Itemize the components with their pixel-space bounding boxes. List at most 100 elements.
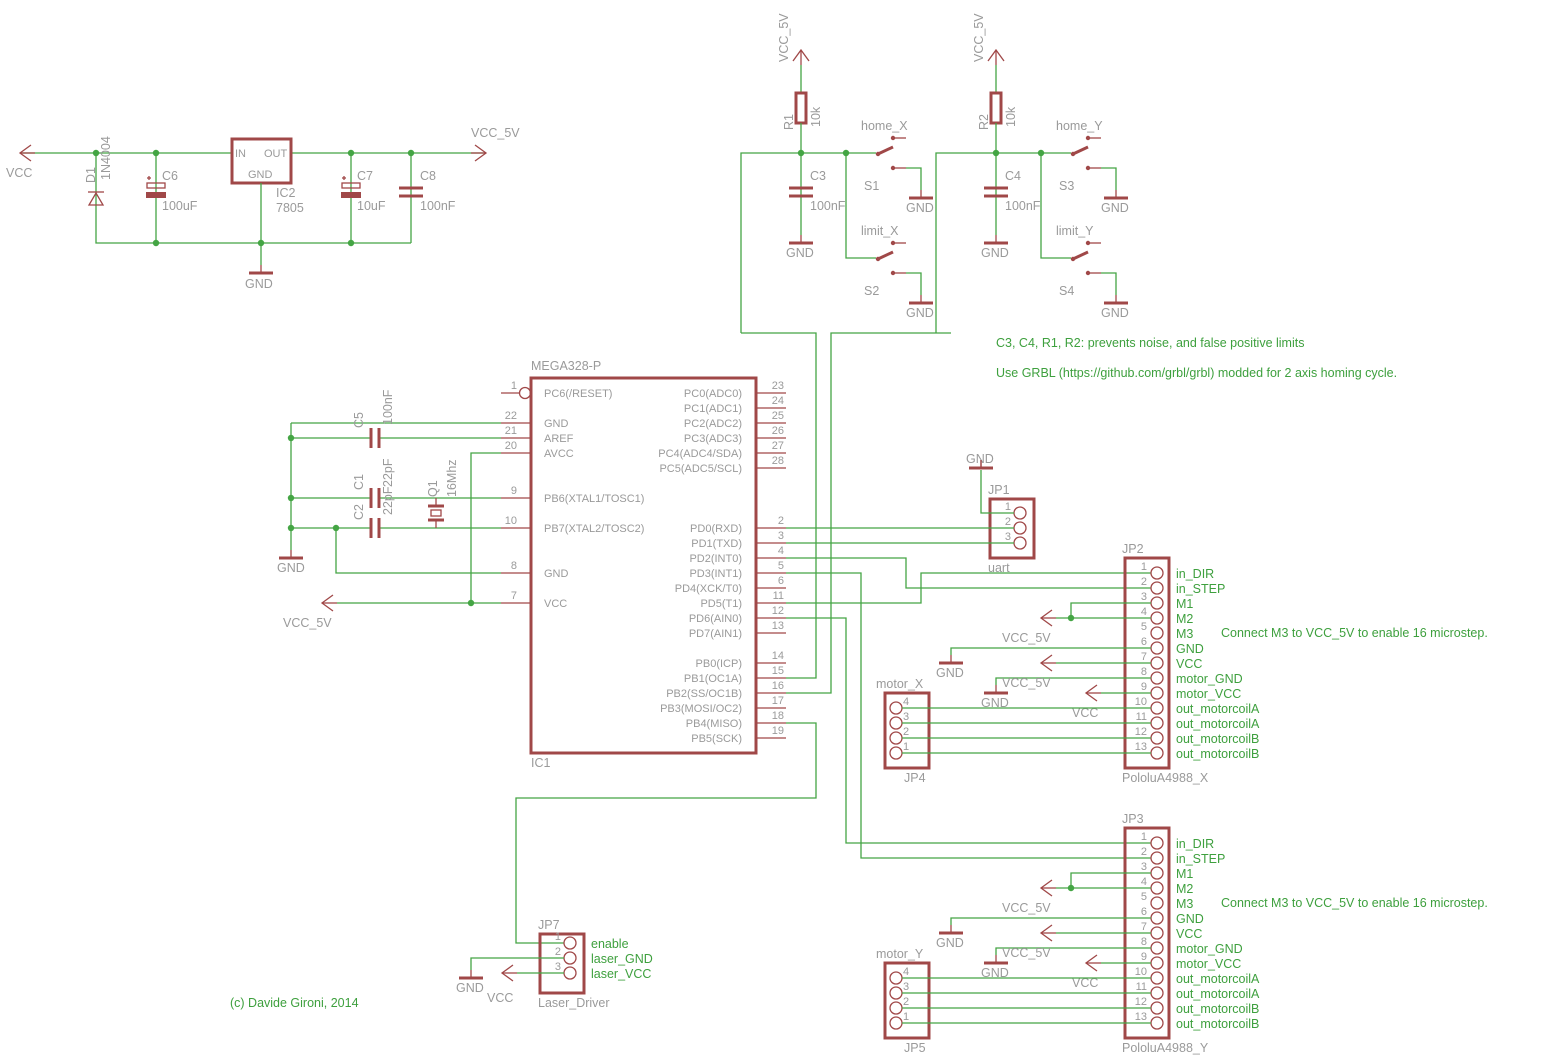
junction-dot — [992, 149, 1000, 157]
d1-name: D1 — [84, 167, 98, 183]
connector-pin — [1150, 896, 1164, 910]
mcu-pin-label: PB4(MISO) — [686, 718, 742, 730]
mcu-pin-number: 15 — [772, 665, 784, 677]
capacitor-value: 100nF — [810, 199, 846, 213]
motor-header — [883, 691, 931, 770]
connector-pin — [889, 731, 903, 745]
resistor-name: R2 — [977, 114, 991, 130]
q1-value: 16Mhz — [445, 459, 459, 497]
author-credit: (c) Davide Gironi, 2014 — [230, 996, 359, 1010]
capacitor-name: C4 — [1005, 169, 1021, 183]
mcu-pin-label: GND — [544, 568, 569, 580]
c2-name: C2 — [352, 504, 366, 520]
wire — [786, 332, 951, 694]
wire — [1040, 153, 1071, 259]
motor-pin-number: 4 — [903, 966, 909, 978]
motor-pin-number: 3 — [903, 711, 909, 723]
mcu-pin-label: PC4(ADC4/SDA) — [658, 448, 742, 460]
driver-pin-label: M1 — [1176, 867, 1193, 881]
mcu-pin-label: PB2(SS/OC1B) — [666, 688, 742, 700]
jp7-pin-number: 1 — [555, 931, 561, 943]
connector-pin — [1150, 941, 1164, 955]
gnd-label: GND — [1101, 201, 1129, 215]
connector-pin — [889, 746, 903, 760]
junction-dot — [842, 149, 850, 157]
c5-name: C5 — [352, 412, 366, 428]
jp7-pin-label: laser_GND — [591, 952, 653, 966]
mcu-pin-number: 24 — [772, 395, 784, 407]
c8-name: C8 — [420, 169, 436, 183]
microstep-note: Connect M3 to VCC_5V to enable 16 micros… — [1221, 896, 1488, 910]
mcu-pin-label: PD2(INT0) — [689, 553, 742, 565]
switch-label: home_Y — [1056, 119, 1103, 133]
wire — [995, 947, 1151, 955]
wire — [950, 917, 1151, 925]
driver-pin-label: M2 — [1176, 612, 1193, 626]
junction-dot — [1037, 149, 1045, 157]
driver-pin-number: 8 — [1141, 666, 1147, 678]
wire — [1070, 872, 1151, 888]
driver-pin-number: 2 — [1141, 576, 1147, 588]
resistor-name: R1 — [782, 114, 796, 130]
connector-pin — [1150, 686, 1164, 700]
driver-pin-number: 11 — [1136, 981, 1147, 993]
mcu-pin-number: 5 — [778, 560, 784, 572]
driver-value: PololuA4988_X — [1122, 771, 1209, 785]
jp7-pin-label: enable — [591, 937, 629, 951]
junction-dot — [797, 149, 805, 157]
driver-pin-number: 10 — [1135, 696, 1147, 708]
driver-pin-label: GND — [1176, 642, 1204, 656]
jp7-value: Laser_Driver — [538, 996, 610, 1010]
motor-pin-number: 1 — [903, 1011, 909, 1023]
driver-name: JP3 — [1122, 812, 1144, 826]
mcu-pin-number: 3 — [778, 530, 784, 542]
capacitor-plate-positive — [341, 182, 361, 189]
driver-pin-number: 4 — [1141, 606, 1147, 618]
connector-pin — [1150, 701, 1164, 715]
connector-pin — [889, 701, 903, 715]
driver-pin-number: 1 — [1141, 831, 1147, 843]
connector-pin — [1150, 671, 1164, 685]
driver-pin-label: M3 — [1176, 897, 1193, 911]
connector-pin — [1013, 506, 1027, 520]
driver-pin-number: 5 — [1141, 891, 1147, 903]
driver-pin-label: motor_GND — [1176, 942, 1243, 956]
driver-pin-label: VCC — [1176, 657, 1202, 671]
junction-dot — [407, 149, 415, 157]
mcu-pin-number: 23 — [772, 380, 784, 392]
junction-dot — [1067, 614, 1075, 622]
gnd-label: GND — [981, 696, 1009, 710]
mcu-pin-number: 7 — [511, 590, 517, 602]
junction-dot — [152, 239, 160, 247]
mcu-pin-number: 16 — [772, 680, 784, 692]
jp1-name: JP1 — [988, 483, 1010, 497]
wire — [740, 152, 876, 333]
junction-dot — [152, 149, 160, 157]
mcu-pin-label: PD7(AIN1) — [689, 628, 742, 640]
switch-label: limit_X — [861, 224, 899, 238]
motor-header — [883, 961, 931, 1040]
mcu-pin-label: AVCC — [544, 448, 574, 460]
mcu-pin-number: 28 — [772, 455, 784, 467]
driver-pin-number: 2 — [1141, 846, 1147, 858]
vcc-5v-label: VCC_5V — [471, 126, 520, 140]
driver-pin-number: 7 — [1141, 651, 1147, 663]
switch-blade-icon — [1072, 250, 1089, 261]
driver-pin-number: 12 — [1135, 726, 1147, 738]
mcu-pin-number: 22 — [505, 410, 517, 422]
switch-label: home_X — [861, 119, 908, 133]
mcu-pin-label: PC3(ADC3) — [684, 433, 742, 445]
driver-pin-label: out_motorcoilB — [1176, 1017, 1259, 1031]
vcc-5v-label: VCC_5V — [1002, 631, 1051, 645]
mcu-pin-label: PB1(OC1A) — [684, 673, 742, 685]
wire — [906, 167, 922, 190]
driver-pin-label: motor_VCC — [1176, 687, 1241, 701]
wire — [950, 647, 1151, 655]
driver-pin-label: motor_VCC — [1176, 957, 1241, 971]
mcu-pin-label: PC5(ADC5/SCL) — [659, 463, 742, 475]
c1-name: C1 — [352, 474, 366, 490]
driver-pin-label: out_motorcoilB — [1176, 747, 1259, 761]
mcu-body — [529, 376, 758, 755]
vcc-5v-label: VCC_5V — [1002, 946, 1051, 960]
